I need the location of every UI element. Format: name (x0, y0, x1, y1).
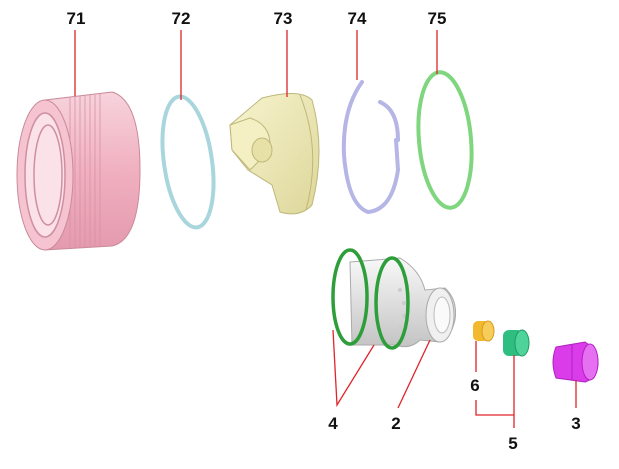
label-5: 5 (508, 434, 517, 453)
part-72-ring (160, 94, 216, 230)
part-3-cap (552, 341, 599, 383)
label-4: 4 (328, 414, 338, 433)
label-74: 74 (348, 9, 367, 28)
part-74-split-ring (341, 80, 401, 215)
label-3: 3 (571, 414, 580, 433)
label-75: 75 (428, 9, 447, 28)
part-71-coupling-nut (16, 91, 141, 251)
label-2: 2 (391, 414, 400, 433)
part-75-o-ring (416, 70, 474, 210)
label-72: 72 (172, 9, 191, 28)
part-4-o-rings (331, 248, 410, 350)
label-6: 6 (470, 376, 479, 395)
label-71: 71 (67, 9, 86, 28)
part-6-ferrule (473, 320, 495, 342)
part-73-insert (229, 93, 320, 215)
label-73: 73 (274, 9, 293, 28)
part-5-sleeve (503, 329, 530, 357)
leader-lines (74, 30, 577, 428)
